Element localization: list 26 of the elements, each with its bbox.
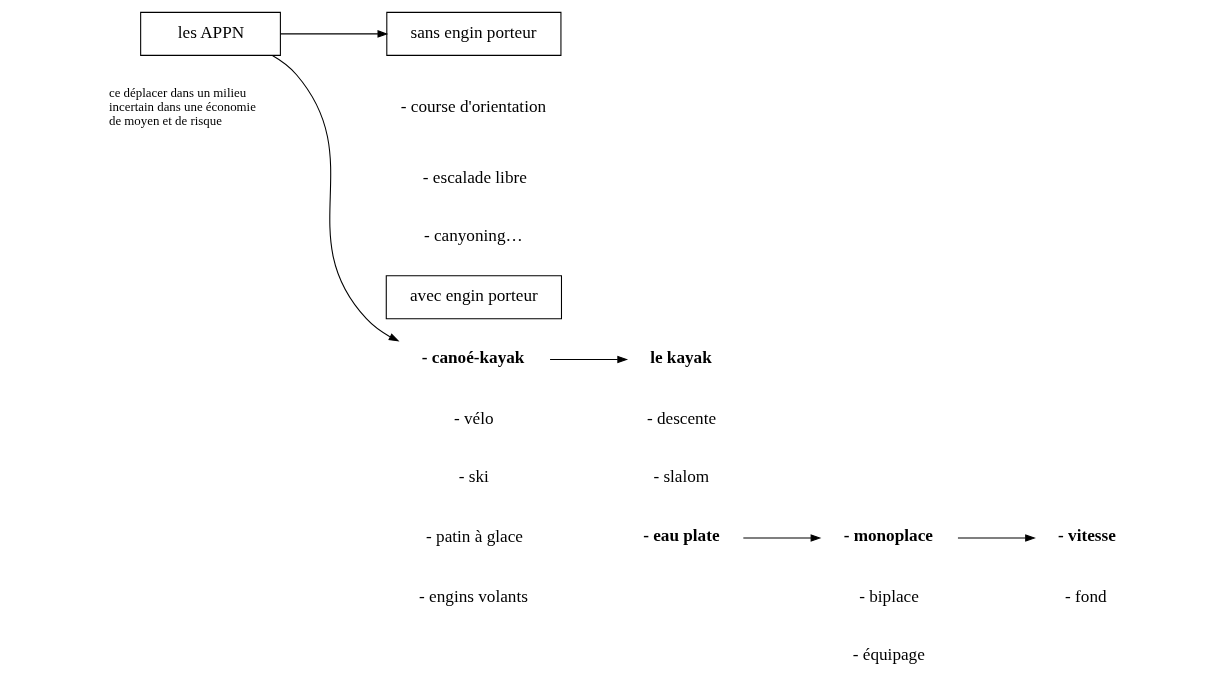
label: - équipage <box>852 645 925 665</box>
node-text: - canoé-kayak <box>421 347 524 367</box>
label: - patin à glace <box>425 527 523 547</box>
node-text: le kayak <box>649 347 712 367</box>
label: - ski <box>458 466 489 486</box>
node-box: sans engin porteur <box>385 11 561 56</box>
arrow <box>742 534 821 542</box>
node-text: - vitesse <box>1057 526 1116 546</box>
arrow <box>956 534 1036 542</box>
label: - canyoning… <box>423 226 523 246</box>
label: - escalade libre <box>422 168 527 188</box>
label: - slalom <box>652 466 709 486</box>
arrow <box>549 355 628 364</box>
node-text: - eau plate <box>642 526 720 546</box>
arrow <box>279 30 388 38</box>
node-label: ce déplacer dans un milieu incertain dans une économie de moyen et de risque <box>108 85 256 128</box>
node-box: les APPN <box>139 11 281 56</box>
label: - descente <box>646 408 716 428</box>
label: - engins volants <box>418 587 528 607</box>
label: - fond <box>1064 587 1107 607</box>
node-box: avec engin porteur <box>385 275 562 320</box>
label: - course d'orientation <box>400 96 546 116</box>
label: - biplace <box>858 587 919 607</box>
node-text: - monoplace <box>843 526 933 546</box>
arrow <box>271 55 399 342</box>
label: - vélo <box>453 408 494 428</box>
